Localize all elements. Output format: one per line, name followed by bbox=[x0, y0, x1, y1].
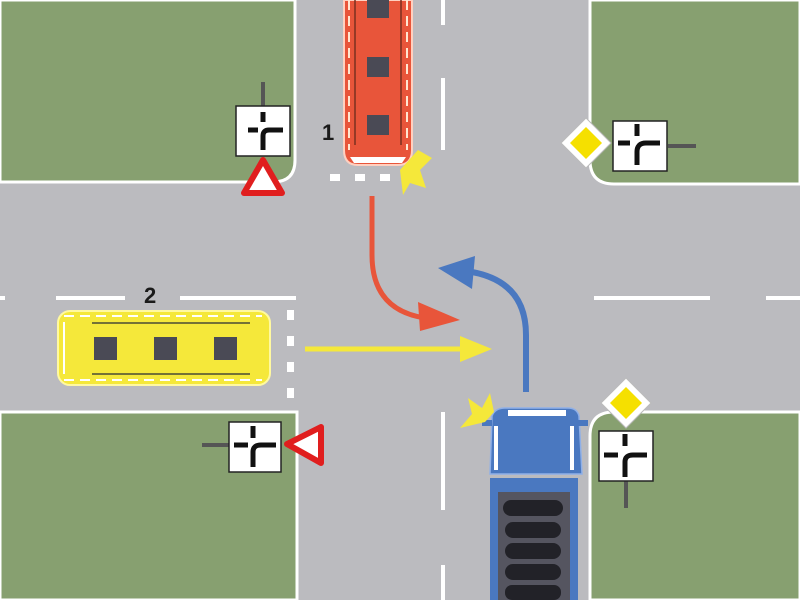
arrow-vehicle-3 bbox=[438, 256, 529, 392]
vehicle-1-red-bus bbox=[343, 0, 432, 195]
vehicle-2-yellow-bus bbox=[57, 310, 271, 386]
grass-sw bbox=[0, 410, 299, 600]
vehicle-3-blue-truck bbox=[460, 393, 588, 600]
yield-line-west bbox=[287, 310, 294, 398]
sign-se bbox=[598, 377, 654, 508]
yield-sign-icon bbox=[284, 424, 324, 466]
sign-ne bbox=[560, 117, 696, 172]
left-turn-signal-1 bbox=[400, 150, 432, 195]
arrow-vehicle-1 bbox=[369, 196, 460, 331]
arrow-vehicle-2 bbox=[305, 336, 492, 362]
vehicle-1-label: 1 bbox=[322, 120, 335, 145]
vehicle-2-label: 2 bbox=[144, 283, 157, 308]
left-turn-signal-3 bbox=[460, 393, 494, 428]
yield-sign-icon bbox=[241, 157, 285, 196]
sign-nw bbox=[235, 82, 291, 196]
sign-sw bbox=[202, 421, 324, 473]
